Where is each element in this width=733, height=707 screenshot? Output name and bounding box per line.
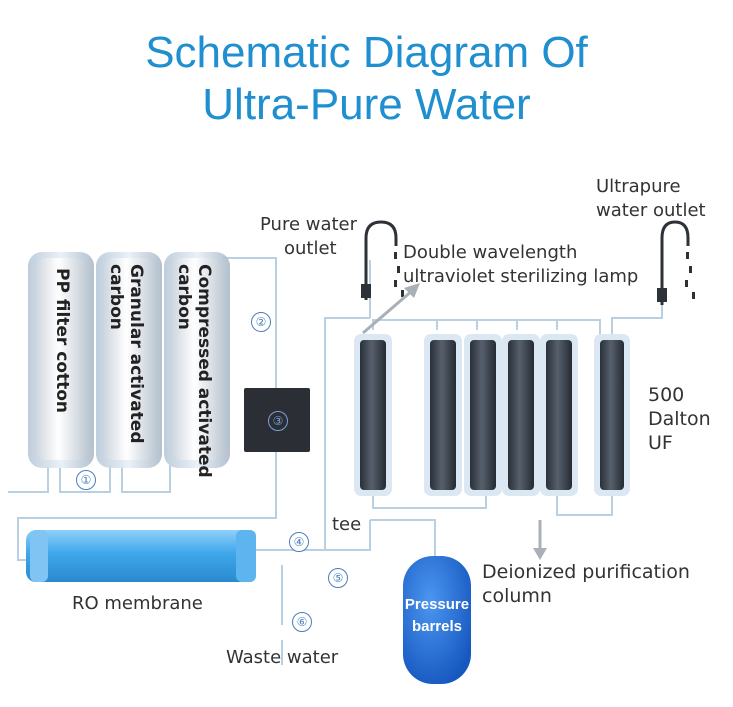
purification-columns bbox=[354, 334, 630, 496]
filter-label-compressed-2: carbon bbox=[174, 264, 194, 330]
ultrapure-faucet-icon bbox=[657, 220, 690, 305]
label-uv-lamp-1: Double wavelength bbox=[403, 242, 578, 263]
label-deionized-1: Deionized purification bbox=[482, 561, 690, 583]
label-barrel-1: Pressure bbox=[404, 596, 470, 613]
label-uf-2: Dalton bbox=[648, 408, 711, 430]
pressure-barrel bbox=[403, 556, 471, 684]
label-uv-lamp-2: ultraviolet sterilizing lamp bbox=[403, 266, 639, 287]
pure-water-drops bbox=[394, 252, 404, 297]
label-pure-water-outlet-2: outlet bbox=[284, 238, 337, 259]
label-uf-3: UF bbox=[648, 432, 673, 454]
page-subtitle: Ultra-Pure Water bbox=[202, 80, 531, 129]
label-pure-water-outlet-1: Pure water bbox=[260, 214, 358, 235]
label-ultrapure-outlet-1: Ultrapure bbox=[596, 176, 681, 197]
label-barrel-2: barrels bbox=[411, 618, 463, 635]
page-title: Schematic Diagram Of bbox=[145, 28, 588, 77]
marker-2: ② bbox=[251, 312, 271, 332]
label-waste-water: Waste water bbox=[226, 647, 339, 668]
ro-membrane-tube bbox=[26, 530, 256, 582]
marker-5: ⑤ bbox=[328, 568, 348, 588]
marker-1: ① bbox=[76, 470, 96, 490]
filter-label-granular-2: carbon bbox=[106, 264, 126, 330]
pure-water-faucet-icon bbox=[361, 220, 398, 300]
marker-4: ④ bbox=[289, 532, 309, 552]
label-deionized-2: column bbox=[482, 585, 552, 607]
ultrapure-drops bbox=[685, 252, 695, 299]
marker-6: ⑥ bbox=[292, 612, 312, 632]
filter-cartridges bbox=[28, 252, 230, 468]
label-uf-1: 500 bbox=[648, 384, 685, 406]
filter-label-granular-1: Granular activated bbox=[126, 264, 146, 444]
label-ro-membrane: RO membrane bbox=[72, 593, 203, 614]
label-tee: tee bbox=[332, 514, 362, 535]
marker-3: ③ bbox=[268, 411, 288, 431]
label-ultrapure-outlet-2: water outlet bbox=[596, 200, 706, 221]
filter-label-pp: PP filter cotton bbox=[52, 268, 72, 414]
filter-label-compressed-1: Compressed activated bbox=[194, 264, 214, 478]
arrows bbox=[362, 283, 547, 560]
